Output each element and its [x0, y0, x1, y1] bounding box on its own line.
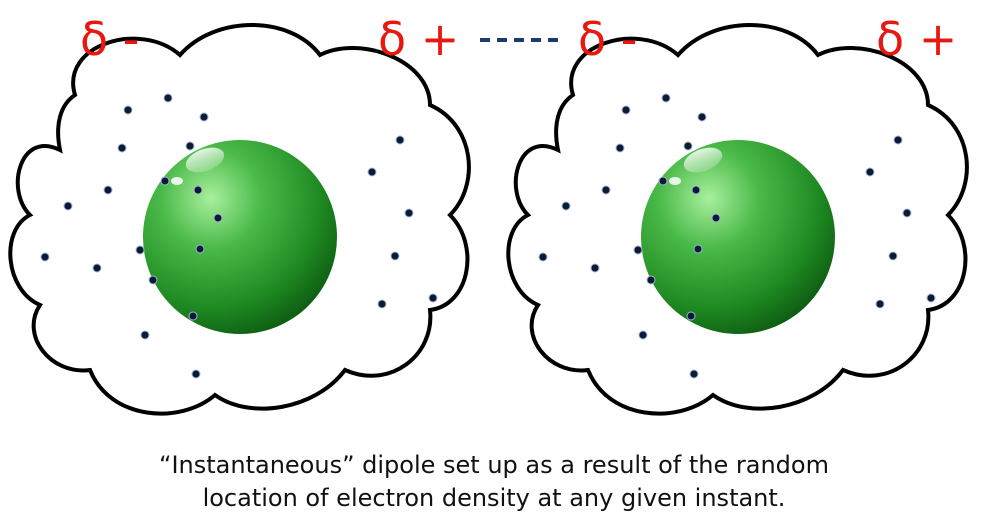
electron-dot — [893, 135, 903, 145]
electron-dot — [135, 245, 145, 255]
right-atom — [506, 23, 969, 416]
electron-dot — [693, 244, 703, 254]
electron-dot — [40, 252, 50, 262]
electron-dot — [123, 105, 133, 115]
nucleus — [641, 140, 835, 334]
electrons — [40, 93, 438, 379]
electron-dot — [601, 185, 611, 195]
caption-line-2: location of electron density at any give… — [203, 484, 786, 512]
electron-dot — [561, 201, 571, 211]
electron-dot — [117, 143, 127, 153]
electron-dot — [213, 213, 223, 223]
electron-dot — [140, 330, 150, 340]
electron-dot — [395, 135, 405, 145]
electron-dot — [615, 143, 625, 153]
electron-dot — [92, 263, 102, 273]
electron-dot — [188, 311, 198, 321]
electron-dot — [160, 176, 170, 186]
caption-line-1: “Instantaneous” dipole set up as a resul… — [159, 451, 829, 479]
electron-dot — [902, 208, 912, 218]
electrons — [538, 93, 936, 379]
electron-dot — [686, 311, 696, 321]
electron-dot — [646, 275, 656, 285]
electron-dot — [404, 208, 414, 218]
electron-dot — [199, 112, 209, 122]
electron-dot — [185, 141, 195, 151]
electron-dot — [428, 293, 438, 303]
electron-dot — [658, 176, 668, 186]
electron-dot — [103, 185, 113, 195]
electron-dot — [621, 105, 631, 115]
electron-dot — [191, 369, 201, 379]
electron-dot — [148, 275, 158, 285]
electron-dot — [633, 245, 643, 255]
electron-dot — [926, 293, 936, 303]
electron-dot — [63, 201, 73, 211]
right-atom-delta-minus: δ - — [578, 12, 637, 66]
electron-dot — [875, 299, 885, 309]
electron-dot — [683, 141, 693, 151]
electron-dot — [689, 369, 699, 379]
right-atom-delta-plus: δ + — [876, 12, 957, 66]
left-atom — [8, 23, 471, 416]
electron-dot — [865, 167, 875, 177]
electron-dot — [697, 112, 707, 122]
nucleus-highlight — [683, 147, 723, 173]
nucleus-highlight — [185, 147, 225, 173]
electron-dot — [888, 251, 898, 261]
electron-dot — [367, 167, 377, 177]
electron-dot — [638, 330, 648, 340]
electron-dot — [590, 263, 600, 273]
electron-dot — [538, 252, 548, 262]
nucleus — [143, 140, 337, 334]
electron-dot — [661, 93, 671, 103]
electron-dot — [195, 244, 205, 254]
electron-dot — [691, 185, 701, 195]
electron-dot — [377, 299, 387, 309]
electron-dot — [193, 185, 203, 195]
left-atom-delta-plus: δ + — [378, 12, 459, 66]
nucleus-highlight-small — [171, 177, 183, 185]
electron-dot — [390, 251, 400, 261]
electron-dot — [711, 213, 721, 223]
left-atom-delta-minus: δ - — [80, 12, 139, 66]
nucleus-highlight-small — [669, 177, 681, 185]
electron-dot — [163, 93, 173, 103]
